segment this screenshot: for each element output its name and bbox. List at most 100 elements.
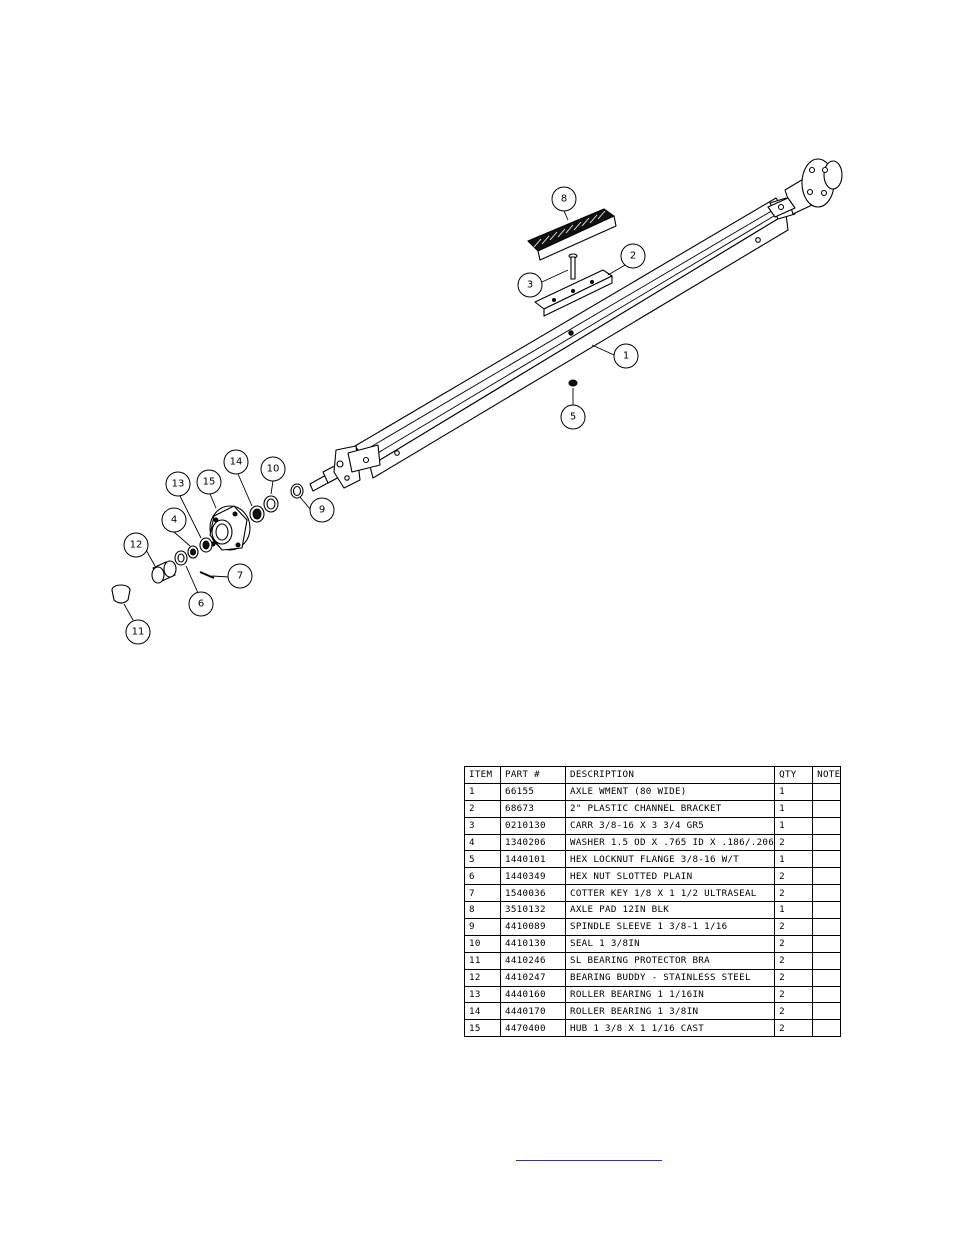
cell-qty: 2: [774, 884, 814, 903]
svg-text:9: 9: [319, 505, 325, 516]
cell-item: 7: [464, 884, 501, 903]
cell-qty: 2: [774, 867, 814, 886]
cell-note: [812, 799, 842, 818]
svg-text:13: 13: [172, 479, 185, 490]
leader-lines: [123, 210, 626, 621]
cell-note: [812, 1019, 842, 1038]
cell-item: 8: [464, 901, 501, 920]
cell-qty: 1: [774, 782, 814, 801]
header-description: DESCRIPTION: [564, 766, 776, 784]
cell-description: CARR 3/8-16 X 3 3/4 GR5: [564, 816, 776, 835]
cell-note: [812, 884, 842, 903]
header-note: NOTE: [812, 766, 842, 784]
cell-item: 4: [464, 833, 501, 852]
cell-description: SEAL 1 3/8IN: [564, 934, 776, 953]
cell-item: 9: [464, 918, 501, 936]
cell-note: [812, 901, 842, 920]
cell-part-number: 4410089: [500, 918, 566, 936]
cell-part-number: 68673: [500, 799, 566, 818]
balloon-9: 9: [309, 497, 335, 523]
svg-text:14: 14: [230, 457, 243, 468]
cell-qty: 2: [774, 951, 814, 970]
svg-text:12: 12: [130, 540, 143, 551]
cell-part-number: 4410130: [500, 934, 566, 953]
cell-item: 1: [464, 782, 501, 801]
balloon-4: 4: [161, 507, 187, 533]
cell-description: ROLLER BEARING 1 3/8IN: [564, 1002, 776, 1021]
cell-note: [812, 934, 842, 953]
cell-note: [812, 1002, 842, 1021]
roller-bearing-13: [199, 537, 213, 553]
cell-item: 15: [464, 1019, 501, 1038]
cell-note: [812, 816, 842, 835]
balloon-3: 3: [517, 272, 543, 298]
cell-note: [812, 985, 842, 1004]
axle-pad: [527, 208, 617, 261]
cell-part-number: 1340206: [500, 833, 566, 852]
cell-item: 6: [464, 867, 501, 886]
cell-item: 11: [464, 951, 501, 970]
svg-text:11: 11: [132, 627, 145, 638]
cell-description: HEX NUT SLOTTED PLAIN: [564, 867, 776, 886]
cell-qty: 2: [774, 1019, 814, 1038]
cell-qty: 2: [774, 985, 814, 1004]
footer-link[interactable]: [516, 1148, 662, 1161]
cell-description: ROLLER BEARING 1 1/16IN: [564, 985, 776, 1004]
cotter-key: [199, 571, 215, 579]
balloon-1: 1: [613, 343, 639, 369]
cell-qty: 2: [774, 1002, 814, 1021]
header-item: ITEM: [464, 766, 501, 784]
cell-note: [812, 782, 842, 801]
cell-part-number: 3510132: [500, 901, 566, 920]
cell-part-number: 4440170: [500, 1002, 566, 1021]
svg-text:1: 1: [623, 351, 629, 362]
cell-note: [812, 850, 842, 869]
balloon-14: 14: [223, 449, 249, 475]
header-qty: QTY: [774, 766, 814, 784]
cell-description: AXLE PAD 12IN BLK: [564, 901, 776, 920]
cell-description: SPINDLE SLEEVE 1 3/8-1 1/16: [564, 918, 776, 936]
slotted-nut: [174, 550, 188, 566]
cell-description: COTTER KEY 1/8 X 1 1/2 ULTRASEAL: [564, 884, 776, 903]
carriage-bolt: [568, 253, 578, 280]
cell-item: 14: [464, 1002, 501, 1021]
axle-tube: [354, 197, 789, 479]
cell-description: 2" PLASTIC CHANNEL BRACKET: [564, 799, 776, 818]
cell-description: SL BEARING PROTECTOR BRA: [564, 951, 776, 970]
cell-part-number: 4470400: [500, 1019, 566, 1038]
table-header-row: ITEM PART # DESCRIPTION QTY NOTE: [464, 766, 842, 784]
svg-text:2: 2: [630, 251, 636, 262]
balloon-15: 15: [196, 469, 222, 495]
cell-qty: 2: [774, 934, 814, 953]
cell-description: HUB 1 3/8 X 1 1/16 CAST: [564, 1019, 776, 1038]
cell-description: HEX LOCKNUT FLANGE 3/8-16 W/T: [564, 850, 776, 869]
balloon-12: 12: [123, 532, 149, 558]
bearing-buddy: [151, 560, 177, 584]
cell-part-number: 1440101: [500, 850, 566, 869]
cell-qty: 2: [774, 833, 814, 852]
right-spindle: [767, 158, 843, 220]
svg-text:4: 4: [171, 515, 177, 526]
cell-item: 2: [464, 799, 501, 818]
cell-description: WASHER 1.5 OD X .765 ID X .186/.206: [564, 833, 776, 852]
cell-part-number: 1440349: [500, 867, 566, 886]
cell-part-number: 1540036: [500, 884, 566, 903]
balloon-13: 13: [165, 471, 191, 497]
cell-qty: 1: [774, 799, 814, 818]
cell-note: [812, 867, 842, 886]
cell-qty: 2: [774, 918, 814, 936]
